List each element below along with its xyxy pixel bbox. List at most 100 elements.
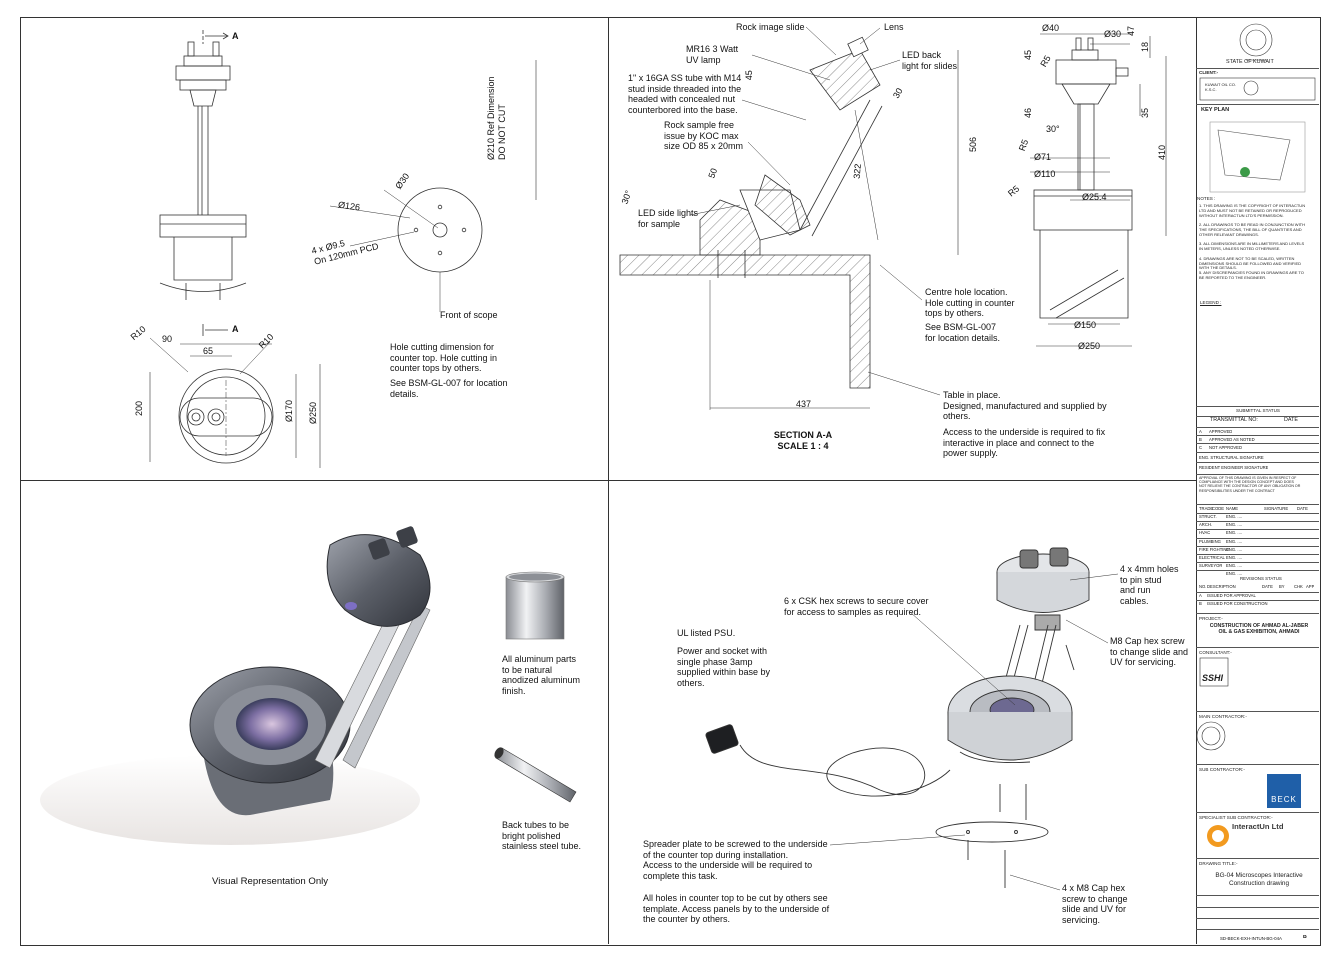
front-of-scope-label: Front of scope xyxy=(440,310,498,320)
tb-divider xyxy=(1196,918,1319,919)
trade-name-cell: STRUCT. xyxy=(1199,514,1217,519)
tb-divider xyxy=(1196,504,1319,505)
side-dim-410: 410 xyxy=(1157,144,1167,160)
notes-label: NOTES : xyxy=(1197,196,1216,201)
state-label: STATE OF KUWAIT xyxy=(1226,59,1274,65)
side-view xyxy=(1030,33,1167,347)
trade-row xyxy=(1196,570,1319,572)
section-dim-45: 45 xyxy=(743,70,754,81)
status-code-a: A xyxy=(1199,429,1202,434)
drawing-sheet xyxy=(20,17,1321,946)
tb-divider xyxy=(1196,462,1319,463)
render-view xyxy=(40,526,431,845)
project-label: PROJECT:- xyxy=(1199,616,1223,621)
centre-hole-label: Centre hole location. Hole cutting in co… xyxy=(925,287,1015,318)
tb-divider xyxy=(1196,711,1319,712)
tb-divider xyxy=(1196,474,1319,475)
trade-name-cell: PLUMBING xyxy=(1199,538,1221,544)
status-text-c: NOT APPROVED xyxy=(1209,445,1242,450)
side-dim-25: Ø25.4 xyxy=(1082,192,1107,202)
trade-header-cell: SIGNATURE xyxy=(1264,506,1289,511)
tb-divider xyxy=(1196,812,1319,813)
section-dim-506: 506 xyxy=(968,136,978,152)
trade-row xyxy=(1196,537,1319,539)
tb-divider xyxy=(1196,929,1319,930)
legend-label: LEGEND : xyxy=(1200,300,1222,305)
tb-divider xyxy=(1196,406,1319,407)
tb-divider xyxy=(1196,443,1319,444)
trade-name-cell: FIRE FIGHTING xyxy=(1199,546,1230,552)
key-plan-label: KEY PLAN xyxy=(1201,107,1230,113)
side-dim-40: Ø40 xyxy=(1042,23,1060,33)
sheet-divider-horizontal xyxy=(20,480,1196,481)
revision-header-cell: CHK xyxy=(1294,584,1303,589)
tb-divider xyxy=(1196,416,1319,417)
hole-note-1: Hole cutting dimension for counter top. … xyxy=(390,342,498,373)
section-dim-437: 437 xyxy=(796,399,812,409)
section-see-ref: See BSM-GL-007 for location details. xyxy=(925,322,1001,343)
beck-logo-text: BECK xyxy=(1271,795,1297,804)
title-block-border xyxy=(1196,17,1197,944)
lens-label: Lens xyxy=(884,22,904,32)
project-name: CONSTRUCTION OF AHMAD AL-JABER OIL & GAS… xyxy=(1209,623,1309,635)
psu-note: Power and socket with single phase 3amp … xyxy=(677,646,771,688)
status-code-c: C xyxy=(1199,445,1203,450)
tb-divider xyxy=(1196,858,1319,859)
transmittal-label: TRANSMITTAL NO: xyxy=(1210,417,1258,423)
dim-65: 65 xyxy=(203,346,214,356)
plan-view xyxy=(149,337,321,468)
interactun-logo-text: InteractUn Ltd xyxy=(1232,822,1284,831)
spreader-plate-note: Spreader plate to be screwed to the unde… xyxy=(643,839,828,881)
beck-logo: BECK xyxy=(1267,774,1301,808)
trade-row xyxy=(1196,545,1319,547)
revision-letter: B xyxy=(1303,935,1307,940)
title-block-graphics xyxy=(1196,23,1316,847)
specialist-label: SPECIALIST SUB CONTRACTOR:- xyxy=(1199,815,1273,820)
trade-name-cell: HVAC xyxy=(1199,530,1211,536)
tb-divider xyxy=(1196,764,1319,765)
revision-header-cell: DATE xyxy=(1262,584,1273,589)
led-back-label: LED back light for slides xyxy=(902,50,958,71)
uv-lamp-label: MR16 3 Watt UV lamp xyxy=(686,44,739,65)
trade-engineer-cell: ENG. .... xyxy=(1226,522,1243,528)
trade-header-cell: TRADE xyxy=(1199,506,1214,511)
side-dim-110: Ø110 xyxy=(1034,169,1056,179)
eng-signature-label: ENG. STRUCTURAL SIGNATURE xyxy=(1199,455,1264,460)
revision-header-cell: DESCRIPTION xyxy=(1207,584,1236,589)
back-tubes-note: Back tubes to be bright polished stainle… xyxy=(502,820,582,851)
trade-engineer-cell: ENG. .... xyxy=(1226,514,1243,519)
tb-divider xyxy=(1196,613,1319,614)
side-dim-46: 46 xyxy=(1023,107,1033,118)
tb-divider xyxy=(1196,907,1319,908)
dim-250: Ø250 xyxy=(308,401,318,424)
side-dim-45: 45 xyxy=(1023,49,1033,60)
client-name: KUWAIT OIL CO. K.S.C. xyxy=(1205,82,1236,92)
table-note: Table in place. Designed, manufactured a… xyxy=(943,390,1107,421)
ref-dimension-label: Ø210 Ref Dimension DO NOT CUT xyxy=(486,76,507,160)
trade-name-cell: ARCH. xyxy=(1199,522,1213,528)
trade-row xyxy=(1196,562,1319,564)
aluminium-note: All aluminum parts to be natural anodize… xyxy=(502,654,581,696)
general-notes: 1. THIS DRAWING IS THE COPYRIGHT OF INTE… xyxy=(1199,203,1306,280)
dim-170: Ø170 xyxy=(284,399,294,422)
tb-divider xyxy=(1196,104,1319,105)
main-contractor-label: MAIN CONTRACTOR:- xyxy=(1199,714,1247,719)
tb-divider xyxy=(1196,895,1319,896)
tb-divider xyxy=(1196,435,1319,436)
trade-engineer-cell: ENG. .... xyxy=(1226,555,1243,560)
consultant-label: CONSULTANT:- xyxy=(1199,650,1232,655)
side-dim-18: 18 xyxy=(1140,41,1150,52)
drawing-title: BG-04 Microscopes Interactive Constructi… xyxy=(1215,872,1303,887)
trade-engineer-cell: ENG. .... xyxy=(1226,571,1243,577)
resident-signature-label: RESIDENT ENGINEER SIGNATURE xyxy=(1199,465,1269,470)
sub-contractor-label: SUB CONTRACTOR:- xyxy=(1199,767,1245,772)
tb-divider xyxy=(1196,647,1319,648)
counter-holes-note: All holes in counter top to be cut by ot… xyxy=(643,893,830,924)
side-dim-30: Ø30 xyxy=(1104,29,1122,39)
dim-90: 90 xyxy=(162,334,173,344)
render-caption: Visual Representation Only xyxy=(212,876,329,887)
trade-engineer-cell: ENG. .... xyxy=(1226,538,1243,544)
status-code-b: B xyxy=(1199,437,1202,442)
status-text-a: APPROVED xyxy=(1209,429,1233,434)
